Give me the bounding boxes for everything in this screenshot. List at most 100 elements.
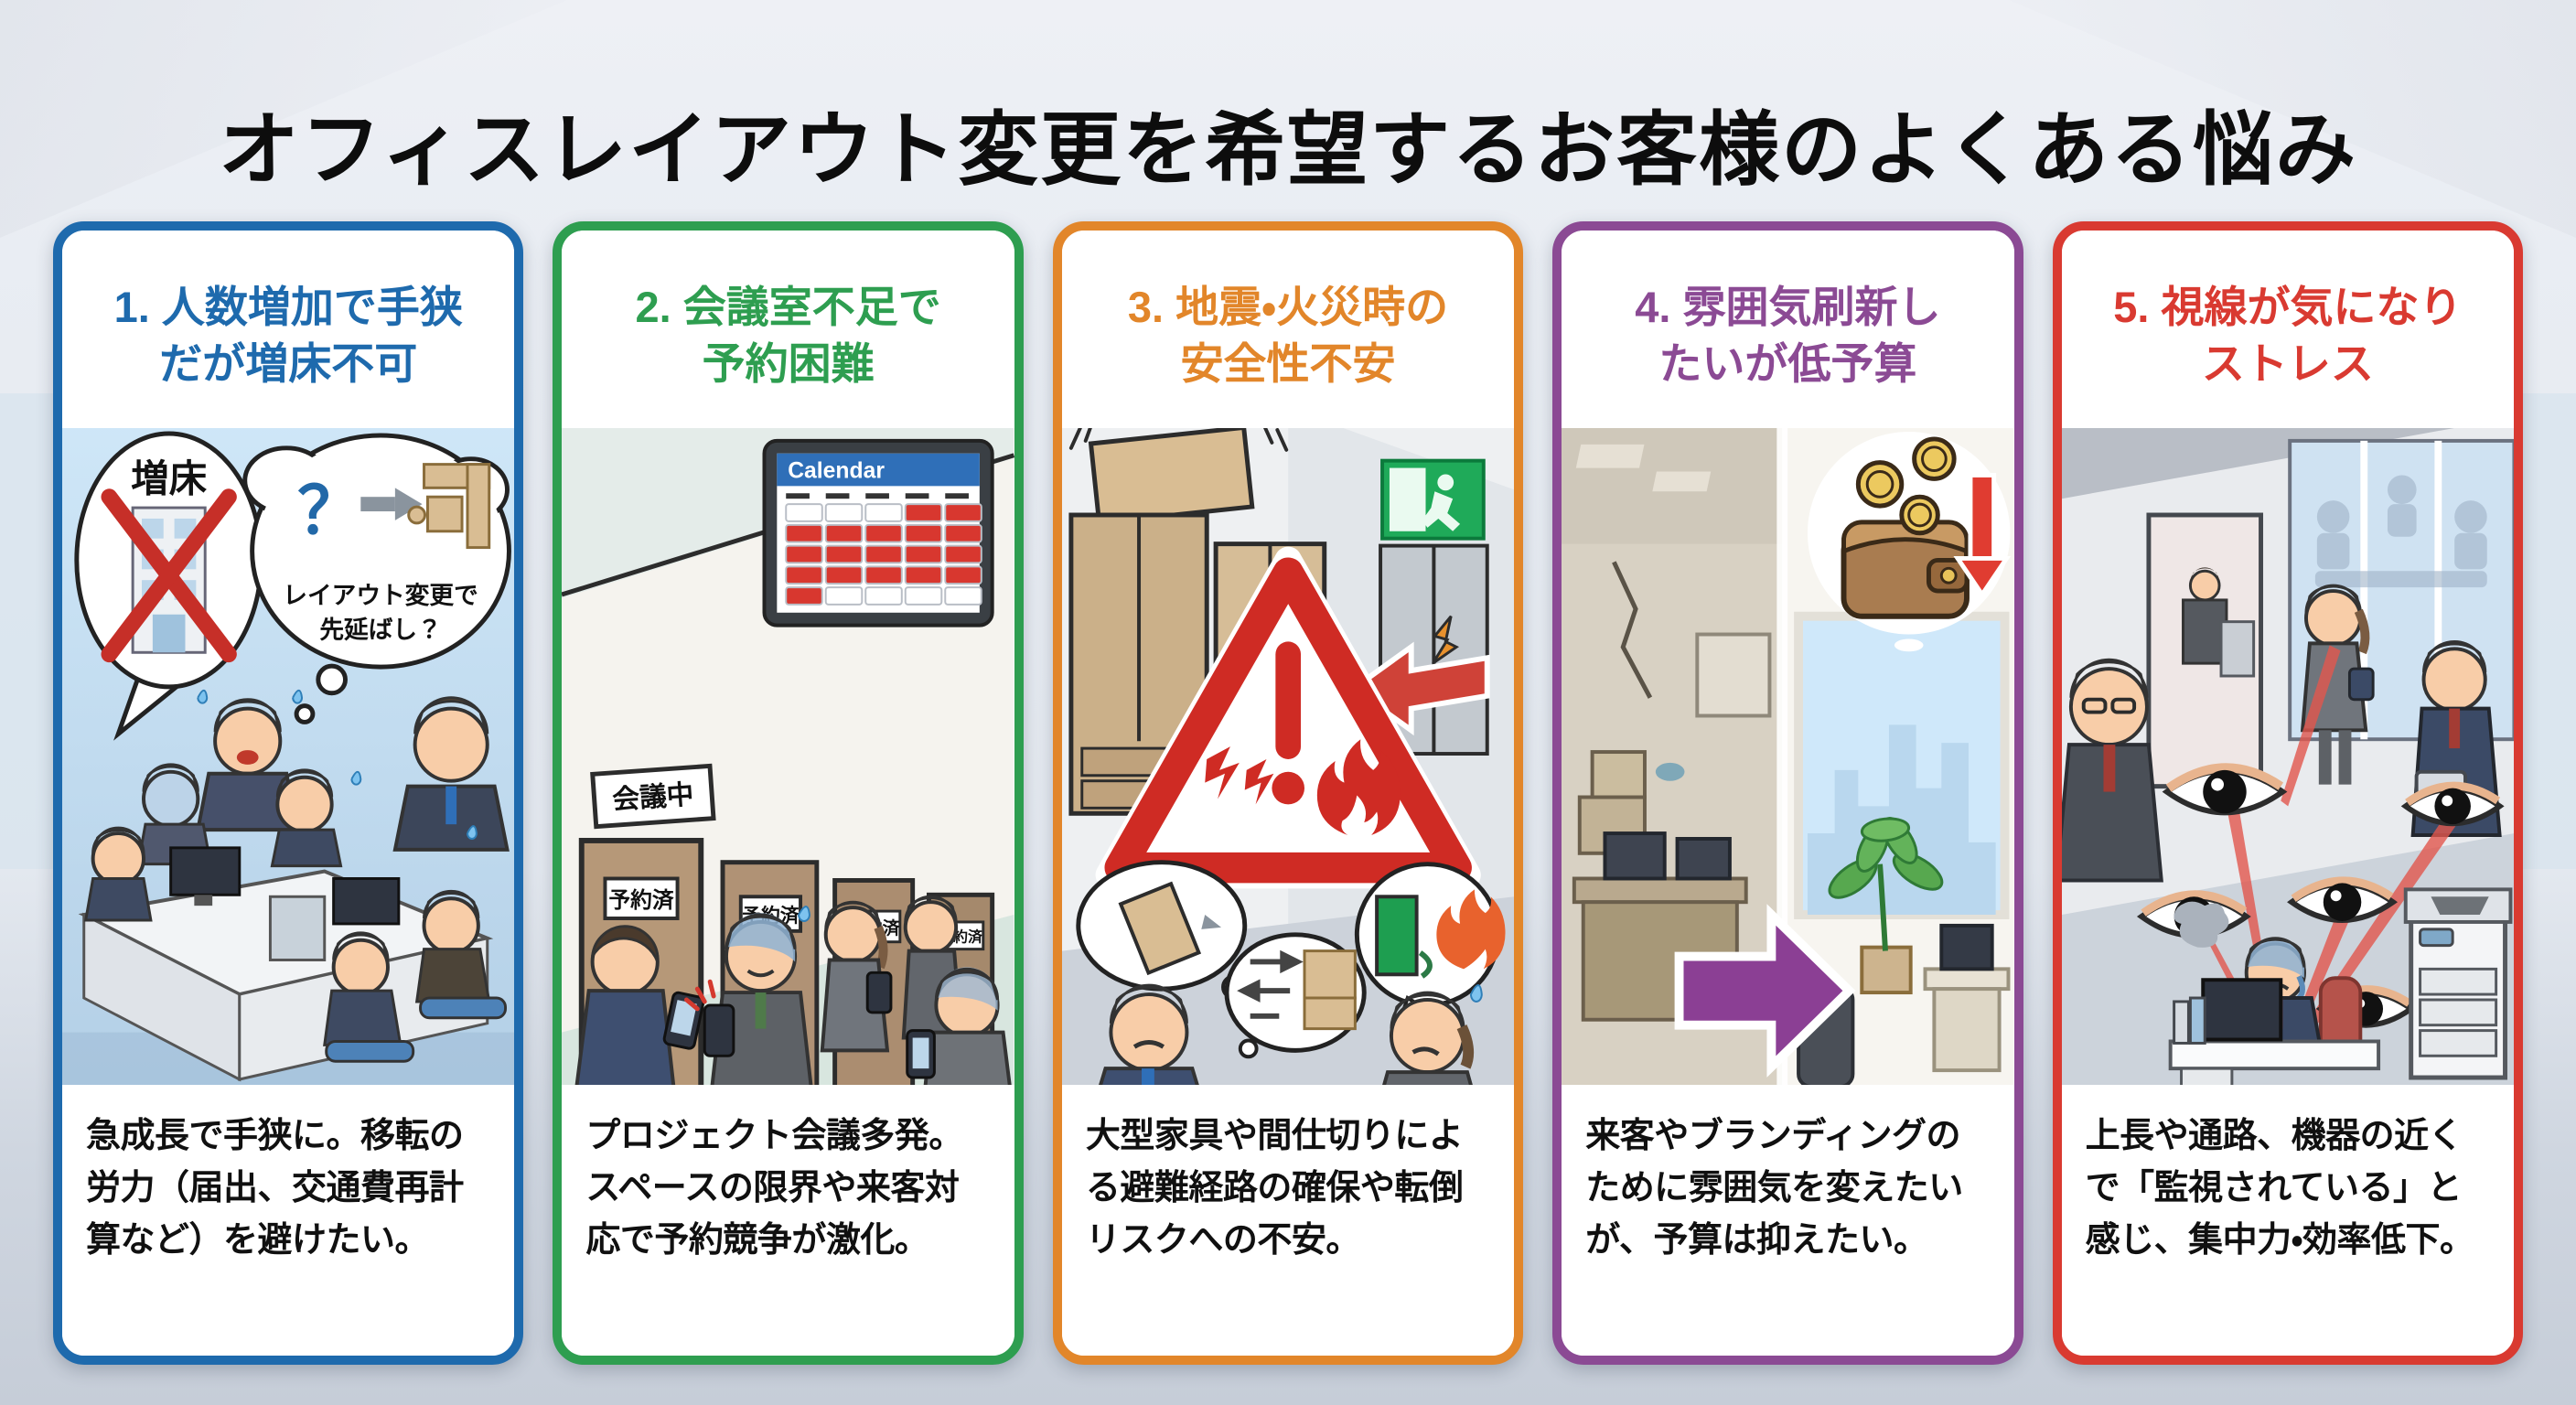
- calendar-cell-free: [825, 503, 864, 522]
- shake-lines: [1068, 428, 1289, 452]
- panel-4-title: 4. 雰囲気刷新し たいが低予算: [1562, 231, 2014, 428]
- panel-3-title-line2: 安全性不安: [1180, 339, 1396, 388]
- manager-figure: [392, 696, 510, 852]
- panel-2-title-line2: 予約困難: [702, 339, 875, 388]
- panel-5-title-line2: ストレス: [2201, 339, 2374, 388]
- calendar-cell-free: [864, 586, 904, 606]
- eye-icon-4: [2400, 781, 2505, 826]
- phone-worker-woman1: [821, 900, 893, 1053]
- panel-3-title-line1: 3. 地震・火災時の: [1127, 282, 1449, 331]
- calendar-cell-booked: [944, 565, 983, 585]
- panel-4-illustration: [1562, 428, 2014, 1085]
- wallet-icon: [1841, 520, 1970, 619]
- before-after-office-scene: [1562, 428, 2014, 1085]
- calendar-cell-booked: [785, 523, 824, 543]
- calendar-board: Calendar: [762, 438, 995, 627]
- panel-5-illustration: [2061, 428, 2515, 1085]
- panel-5-gaze-stress: 5. 視線が気になり ストレス: [2052, 221, 2524, 1365]
- panel-2-meeting-rooms: 2. 会議室不足で 予約困難 Calendar: [553, 221, 1024, 1365]
- calendar-cell-booked: [864, 565, 904, 585]
- calendar-cell-booked: [905, 565, 943, 585]
- sweat-drops: [197, 689, 478, 840]
- thought-text-2: 先延ばし？: [319, 616, 441, 643]
- seated-worker-right1: [323, 931, 415, 1063]
- warning-triangle-icon: [1095, 546, 1481, 889]
- doorway-copy-room: [2146, 512, 2263, 789]
- banner-label: 増床: [131, 456, 208, 499]
- panel-4-title-line1: 4. 雰囲気刷新し: [1635, 282, 1941, 331]
- walking-woman: [2300, 584, 2375, 785]
- red-x-icon: [101, 488, 237, 663]
- worried-woman: [1354, 862, 1506, 1085]
- running-man-pictogram: [1422, 474, 1460, 531]
- copier-machine: [2403, 887, 2513, 1080]
- panel-4-refresh-budget: 4. 雰囲気刷新し たいが低予算: [1552, 221, 2023, 1365]
- calendar-grid: [785, 503, 983, 606]
- seated-worker-left: [83, 826, 153, 922]
- panels-row: 1. 人数増加で手狭 だが増床不可 増床: [53, 221, 2524, 1365]
- safety-risk-scene: [1061, 428, 1515, 1085]
- arrow-right-icon: [360, 488, 423, 520]
- seated-worker-right2: [414, 889, 508, 1020]
- calendar-cell-booked: [944, 503, 983, 522]
- panel-3-title: 3. 地震・火災時の 安全性不安: [1061, 231, 1515, 428]
- thought-text-1: レイアウト変更で: [283, 582, 478, 609]
- layout-thought-bubble: ？ レイアウト変更で 先延ばし？: [242, 433, 511, 724]
- phone-worker-woman2: [902, 895, 964, 1040]
- panel-3-description: 大型家具や間仕切りによる避難経路の確保や転倒リスクへの不安。: [1061, 1085, 1515, 1356]
- panel-1-title-line2: だが増床不可: [159, 339, 418, 388]
- move-furniture-bubble: [1224, 932, 1367, 1059]
- flame-icon: [1316, 739, 1401, 836]
- coins-icon: [1856, 436, 1957, 536]
- wall-crack: [1612, 561, 1653, 699]
- phone-worker-right: [906, 967, 1013, 1085]
- panel-4-title-line2: たいが低予算: [1658, 339, 1917, 388]
- panel-5-title-line1: 5. 視線が気になり: [2113, 282, 2463, 331]
- crowded-office-scene: 増床: [62, 428, 515, 1085]
- calendar-cell-free: [785, 503, 824, 522]
- question-mark: ？: [297, 476, 362, 548]
- calendar-cell-booked: [905, 523, 943, 543]
- page-title: オフィスレイアウト変更を希望するお客様のよくある悩み: [218, 103, 2358, 195]
- calendar-cell-booked: [905, 544, 943, 564]
- panel-2-title: 2. 会議室不足で 予約困難: [562, 231, 1014, 428]
- calendar-cell-booked: [785, 544, 824, 564]
- panel-2-title-line1: 2. 会議室不足で: [635, 282, 941, 331]
- calendar-cell-booked: [785, 586, 824, 606]
- meeting-in-progress-sign: 会議中: [590, 763, 717, 830]
- low-budget-badge: [1808, 432, 2012, 652]
- calendar-cell-booked: [825, 523, 864, 543]
- eye-icon-3: [2286, 876, 2398, 923]
- panel-2-description: プロジェクト会議多発。スペースの限界や来客対応で予約競争が激化。: [562, 1085, 1014, 1356]
- watched-worker-scene: [2061, 428, 2515, 1085]
- desk-cluster: [78, 826, 508, 1082]
- calendar-cell-free: [864, 503, 904, 522]
- calendar-cell-booked: [905, 503, 943, 522]
- quake-zigzag-icon: [1205, 746, 1274, 805]
- panel-1-description: 急成長で手狭に。移転の労力（届出、交通費再計算など）を避けたい。: [62, 1085, 515, 1356]
- silhouettes: [2314, 475, 2487, 588]
- calendar-title: Calendar: [789, 458, 886, 483]
- panel-3-illustration: [1061, 428, 1515, 1085]
- worried-man: [1076, 860, 1248, 1085]
- office-plant: [1828, 817, 1944, 995]
- door-1-sign: 予約済: [609, 887, 674, 913]
- cost-down-arrow-icon: [1953, 473, 2012, 599]
- panel-2-illustration: Calendar 会議中: [562, 428, 1014, 1085]
- no-expansion-bubble: 増床: [74, 431, 264, 741]
- panel-1-title-line1: 1. 人数増加で手狭: [113, 282, 463, 331]
- crowded-workers: [136, 689, 478, 868]
- calendar-cell-booked: [825, 544, 864, 564]
- calendar-cell-booked: [864, 544, 904, 564]
- panel-1-overcrowding: 1. 人数増加で手狭 だが増床不可 増床: [53, 221, 524, 1365]
- phone-worker-center: [684, 913, 813, 1085]
- calendar-cell-booked: [944, 544, 983, 564]
- calendar-cell-free: [825, 586, 864, 606]
- meeting-sign-text: 会議中: [612, 779, 695, 815]
- calendar-cell-booked: [825, 565, 864, 585]
- gloom-cloud: [2174, 901, 2229, 948]
- exit-sign: [1379, 458, 1486, 541]
- workers-with-phones: [575, 895, 1013, 1085]
- panel-1-illustration: 増床: [62, 428, 515, 1085]
- boss-figure: [2061, 658, 2163, 883]
